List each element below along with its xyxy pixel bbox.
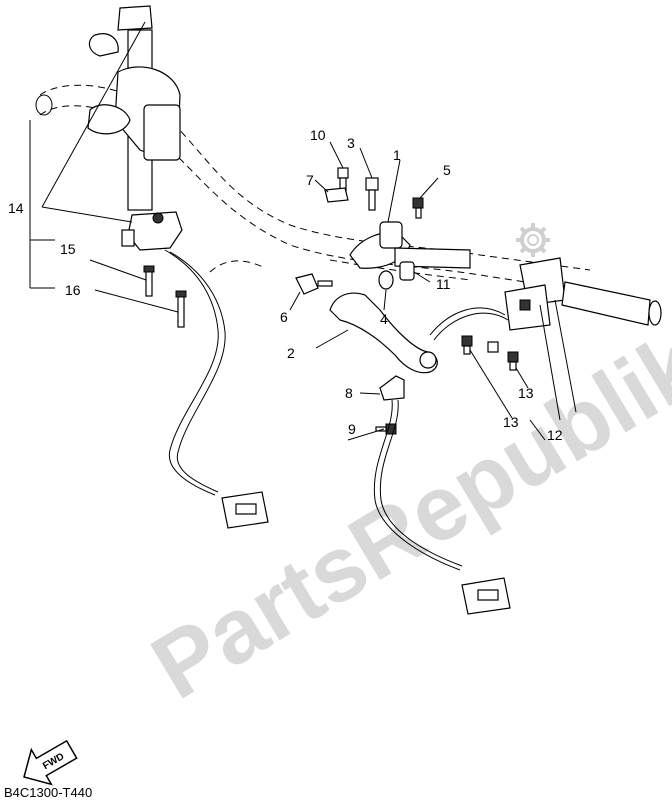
clutch-lever	[329, 292, 438, 374]
callout-2: 2	[287, 345, 295, 361]
callout-10: 10	[310, 127, 326, 143]
callout-7: 7	[306, 172, 314, 188]
screw-13-right	[507, 351, 519, 371]
callout-3: 3	[347, 135, 355, 151]
callout-8: 8	[345, 385, 353, 401]
switch-8	[379, 375, 405, 401]
nut-6	[295, 273, 333, 295]
right-handlebar-switch	[429, 257, 566, 353]
forward-arrow-icon: FWD	[23, 739, 78, 786]
clutch-switch-cable	[373, 399, 511, 615]
callout-13-upper: 13	[518, 385, 534, 401]
screw-16	[175, 290, 187, 328]
bolt-3	[365, 177, 379, 211]
left-handlebar-switch	[121, 211, 269, 529]
callout-11: 11	[436, 276, 451, 292]
collar-11	[399, 261, 415, 281]
callout-6: 6	[280, 309, 288, 325]
callout-12: 12	[547, 427, 563, 443]
callouts: 1 2 3 4 5 6 7 8 9 10 11 12 13 13 14 15 1…	[8, 127, 563, 443]
reference-code: B4C1300-T440	[4, 785, 92, 800]
washer-4	[378, 270, 394, 290]
clip-7	[324, 187, 349, 203]
callout-9: 9	[348, 421, 356, 437]
callout-13-lower: 13	[503, 414, 519, 430]
clutch-lever-holder	[349, 221, 471, 269]
screw-15	[143, 265, 155, 297]
callout-14: 14	[8, 200, 24, 216]
right-grip	[561, 281, 662, 326]
left-brake-master-assembly	[87, 5, 181, 211]
callout-15: 15	[60, 241, 76, 257]
screw-5	[412, 197, 424, 219]
leader-lines	[29, 21, 577, 441]
screw-9	[375, 423, 397, 435]
callout-5: 5	[443, 162, 451, 178]
callout-16: 16	[65, 282, 81, 298]
watermark-gear-icon	[516, 223, 550, 257]
callout-1: 1	[393, 147, 401, 163]
callout-4: 4	[380, 311, 388, 327]
